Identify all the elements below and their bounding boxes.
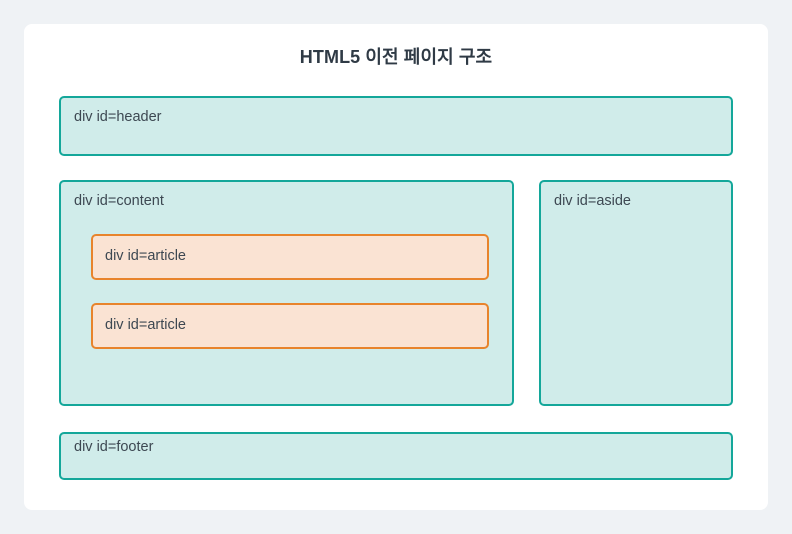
block-aside-label: div id=aside	[554, 193, 631, 209]
block-aside: div id=aside	[539, 180, 733, 406]
block-header-label: div id=header	[74, 109, 162, 125]
block-footer-label: div id=footer	[74, 439, 154, 455]
block-header: div id=header	[59, 96, 733, 156]
diagram-card: HTML5 이전 페이지 구조 div id=header div id=con…	[24, 24, 768, 510]
block-article-2-label: div id=article	[105, 317, 186, 333]
block-content-label: div id=content	[74, 193, 164, 209]
block-content: div id=content div id=article div id=art…	[59, 180, 514, 406]
block-article-1: div id=article	[91, 234, 489, 280]
block-article-1-label: div id=article	[105, 248, 186, 264]
page-title: HTML5 이전 페이지 구조	[299, 47, 493, 67]
block-footer: div id=footer	[59, 432, 733, 480]
block-article-2: div id=article	[91, 303, 489, 349]
